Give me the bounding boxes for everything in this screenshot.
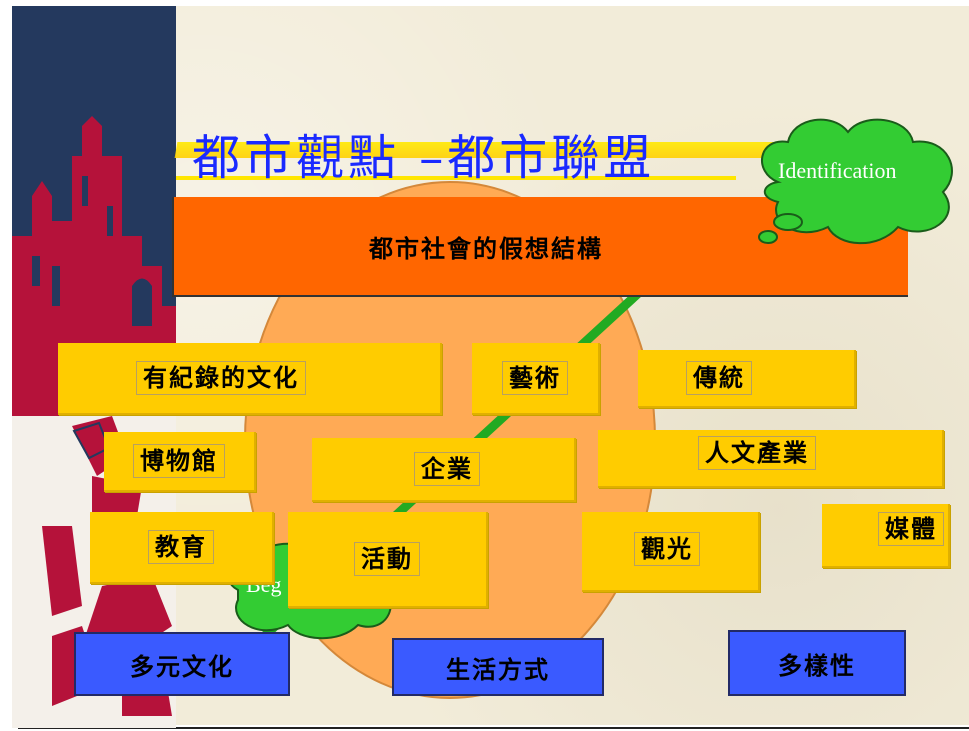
box-diversity: 多樣性 [728,630,906,696]
cultural-industry-label: 人文產業 [698,436,816,470]
multiculture-label: 多元文化 [130,651,234,681]
box-enterprise: 企業 [312,438,576,502]
box-arts: 藝術 [472,343,600,415]
box-cultural-industry: 人文產業 [598,430,944,488]
box-museum: 博物館 [104,432,256,492]
box-multiculture: 多元文化 [74,632,290,696]
cloud-callout-top [758,118,953,245]
media-label: 媒體 [878,512,944,546]
bottom-rule [18,727,969,729]
box-lifestyle: 生活方式 [392,638,604,696]
box-documented-culture: 有紀錄的文化 [58,343,442,415]
education-label: 教育 [148,530,214,564]
enterprise-label: 企業 [414,452,480,486]
lifestyle-label: 生活方式 [446,654,550,684]
cloud-top-label: Identification [778,158,897,184]
box-activities: 活動 [288,512,488,608]
arts-label: 藝術 [502,361,568,395]
museum-label: 博物館 [133,444,225,478]
title-highlight-line [176,176,736,180]
tradition-label: 傳統 [686,361,752,395]
activities-label: 活動 [354,542,420,576]
box-media: 媒體 [822,504,950,568]
box-education: 教育 [90,512,274,584]
page-title: 都市觀點 –都市聯盟 [192,130,656,186]
identification-text: Identification [778,158,897,183]
box-tradition: 傳統 [638,350,856,408]
box-tourism: 觀光 [582,512,760,592]
hypothetical-structure-label: 都市社會的假想結構 [369,233,603,263]
documented-culture-label: 有紀錄的文化 [136,361,306,395]
tourism-label: 觀光 [634,532,700,566]
diversity-label: 多樣性 [778,650,856,680]
